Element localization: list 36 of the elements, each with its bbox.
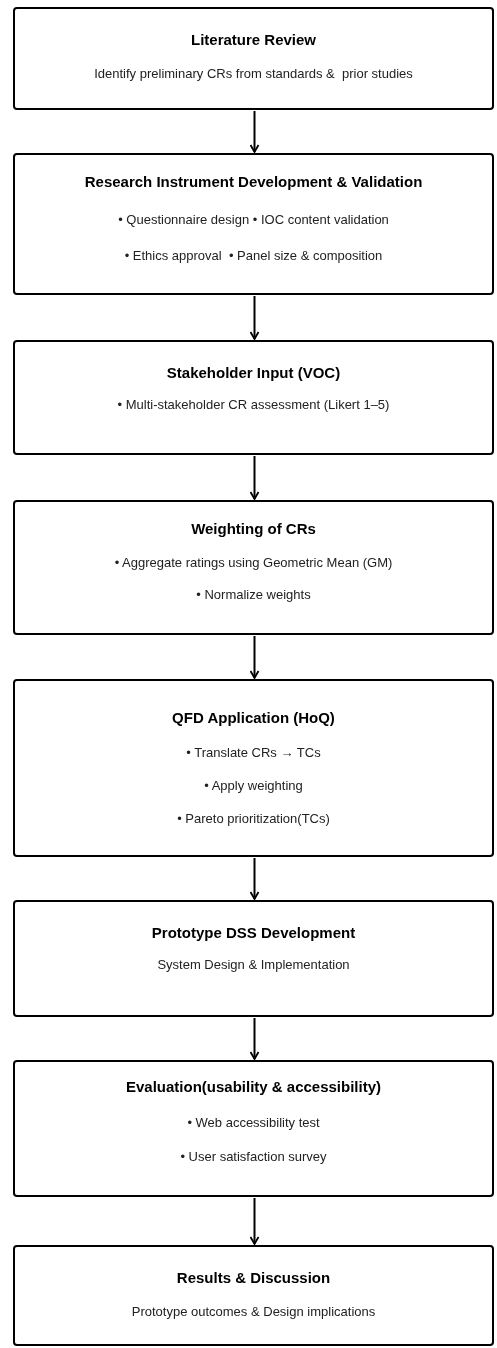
step-heading: Literature Review <box>190 31 316 50</box>
process-box <box>13 7 494 110</box>
arrow <box>249 1197 260 1245</box>
arrow <box>249 1017 260 1060</box>
step-heading: Weighting of CRs <box>191 520 316 539</box>
arrow <box>249 455 260 500</box>
step-heading: QFD Application (HoQ) <box>172 709 335 728</box>
step-heading: Research Instrument Development & Validation <box>84 173 423 192</box>
step-detail: System Design & Implementation <box>157 956 350 973</box>
step-heading: Prototype DSS Development <box>151 924 356 943</box>
step-detail: Identify preliminary CRs from standards & prior studies <box>94 65 413 82</box>
process-box <box>13 679 494 857</box>
arrow <box>249 295 260 340</box>
arrow <box>249 635 260 679</box>
process-box <box>13 900 494 1017</box>
process-box <box>13 1060 494 1197</box>
process-box <box>13 153 494 295</box>
step-heading: Stakeholder Input (VOC) <box>166 364 341 383</box>
arrow <box>249 110 260 153</box>
step-detail: • Multi-stakeholder CR assessment (Likert 1–5) <box>117 396 390 413</box>
process-box <box>13 1245 494 1346</box>
process-box <box>13 500 494 635</box>
step-detail: • Normalize weights <box>196 587 311 604</box>
step-detail: • Questionnaire design • IOC content validation <box>118 211 389 228</box>
arrow <box>249 857 260 900</box>
step-detail: • Ethics approval • Panel size & composition <box>124 248 383 265</box>
step-heading: Results & Discussion <box>176 1269 331 1288</box>
step-detail: • Web accessibility test <box>187 1114 320 1131</box>
process-box <box>13 340 494 455</box>
step-detail: • Pareto prioritization(TCs) <box>177 811 330 828</box>
step-heading: Evaluation(usability & accessibility) <box>125 1078 382 1097</box>
step-detail: • Apply weighting <box>204 778 303 795</box>
step-detail: • Translate CRs → TCs <box>186 744 321 761</box>
step-detail: • Aggregate ratings using Geometric Mean (GM) <box>114 554 393 571</box>
step-detail: Prototype outcomes & Design implications <box>131 1303 376 1320</box>
step-detail: • User satisfaction survey <box>180 1149 327 1166</box>
